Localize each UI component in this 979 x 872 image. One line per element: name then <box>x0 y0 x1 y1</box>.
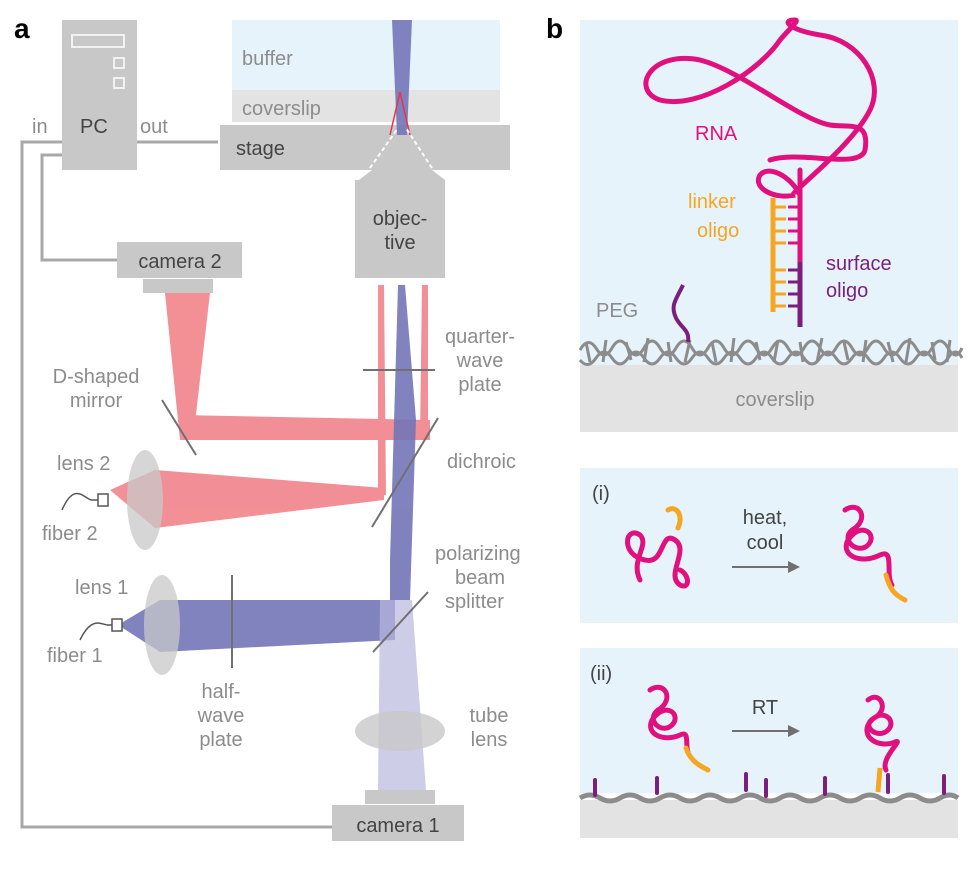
emission-to-camera-1 <box>378 600 426 790</box>
step-ii-panel <box>580 648 958 793</box>
camera-2-mount <box>143 279 213 293</box>
tir-reflection <box>389 91 411 136</box>
lens-2-label: lens 2 <box>57 453 110 475</box>
tube-label-2: lens <box>471 729 508 751</box>
quarter-label-2: wave <box>456 350 504 372</box>
camera-2 <box>117 242 242 278</box>
panel-b-label: b <box>546 13 563 44</box>
lens-1 <box>144 575 180 675</box>
fiber-1 <box>79 618 123 641</box>
camera-1-label: camera 1 <box>356 815 439 837</box>
linker-oligo-bases <box>773 205 786 308</box>
surface-oligos-ii <box>593 772 946 798</box>
fiber-1-label: fiber 1 <box>47 645 103 667</box>
objective-label-2: tive <box>384 232 415 254</box>
coverslip-label-b: coverslip <box>736 389 815 411</box>
stage <box>220 125 510 170</box>
pc-label: PC <box>80 116 108 138</box>
rna-strand <box>643 17 877 199</box>
buffer-label: buffer <box>242 48 293 70</box>
surface-label-2: oligo <box>826 280 868 302</box>
objective-label-1: objec- <box>373 208 427 230</box>
arrow-ii <box>732 725 800 737</box>
buffer-layer <box>232 20 500 90</box>
schematic-coverslip <box>580 365 958 432</box>
linker-i-after <box>883 572 908 603</box>
fiber-2 <box>61 492 109 511</box>
d-shaped-mirror <box>161 399 197 456</box>
step-ii-peg <box>578 792 960 804</box>
heat-label-2: cool <box>747 532 784 554</box>
linker-ii-after <box>875 767 883 793</box>
linker-ii-before <box>683 745 711 773</box>
pbs-label-1: polarizing <box>435 543 521 565</box>
arrow-i <box>732 561 800 573</box>
lens-1-label: lens 1 <box>75 577 128 599</box>
surface-oligo-bases <box>788 268 800 308</box>
stage-label: stage <box>236 138 285 160</box>
tube-label-1: tube <box>470 705 509 727</box>
rt-label: RT <box>752 697 778 719</box>
linker-label-1: linker <box>688 191 736 213</box>
quarter-label-3: plate <box>458 374 501 396</box>
quarter-label-1: quarter- <box>445 326 515 348</box>
rna-i-after <box>842 505 895 588</box>
emission-beams <box>110 285 430 528</box>
heat-label-1: heat, <box>743 507 787 529</box>
cable-pc-camera1 <box>20 140 332 829</box>
pbs-label-2: beam <box>455 567 505 589</box>
pc-tower <box>62 20 137 170</box>
half-label-3: plate <box>199 729 242 751</box>
dichroic-label: dichroic <box>447 451 516 473</box>
cables <box>20 140 332 829</box>
step-i-label: (i) <box>592 483 610 505</box>
in-label: in <box>32 116 48 138</box>
out-label: out <box>140 116 168 138</box>
camera-2-label: camera 2 <box>138 251 221 273</box>
cable-pc-camera2 <box>40 153 117 262</box>
pbs-label-3: splitter <box>445 591 504 613</box>
rna-label: RNA <box>695 123 738 145</box>
half-label-2: wave <box>197 705 245 727</box>
surface-label-1: surface <box>826 253 892 275</box>
coverslip-layer <box>232 90 500 122</box>
lens-2 <box>127 450 163 550</box>
panel-a-label: a <box>14 13 30 44</box>
peg-brush <box>578 337 964 366</box>
polarizing-beam-splitter <box>372 591 429 653</box>
fiber-2-label: fiber 2 <box>42 523 98 545</box>
peg-label: PEG <box>596 300 638 322</box>
excitation-beams <box>118 285 416 652</box>
step-ii-coverslip <box>580 800 958 838</box>
rna-i-before <box>625 530 690 589</box>
linker-i-before <box>665 506 683 531</box>
linker-label-2: oligo <box>697 220 739 242</box>
step-ii-label: (ii) <box>590 663 612 685</box>
rna-ii-after <box>864 694 900 773</box>
camera-1-mount <box>365 790 435 804</box>
peg-surface-strand <box>671 284 691 343</box>
objective <box>355 127 445 278</box>
dmirror-label-2: mirror <box>70 390 123 412</box>
tube-lens <box>355 711 445 751</box>
dmirror-label-1: D-shaped <box>53 366 140 388</box>
half-label-1: half- <box>202 681 241 703</box>
coverslip-label-a: coverslip <box>242 98 321 120</box>
dichroic-mirror <box>371 417 439 528</box>
camera-1 <box>332 805 464 841</box>
rna-ii-before <box>647 685 691 755</box>
rna-bases <box>788 205 800 245</box>
